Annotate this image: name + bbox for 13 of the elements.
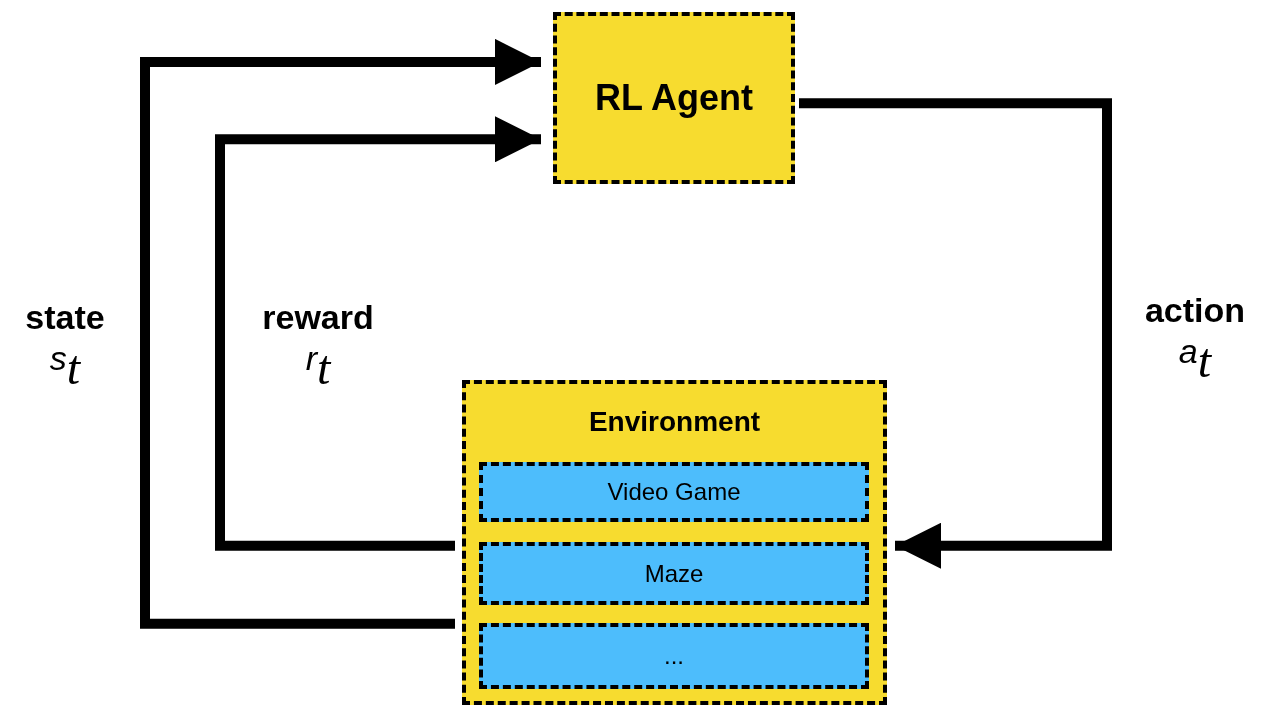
arrow xyxy=(799,98,1112,569)
environment-option-box xyxy=(479,462,869,522)
node-label: RL Agent xyxy=(594,77,754,119)
node-label: Maze xyxy=(643,559,705,588)
environment-box xyxy=(462,380,887,705)
environment-option-box xyxy=(479,542,869,605)
node-label: ... xyxy=(663,642,685,670)
node-label: Video Game xyxy=(606,478,742,506)
arrow xyxy=(215,116,541,551)
arrow xyxy=(140,38,541,629)
environment-heading: Environment xyxy=(587,406,762,438)
environment-option-box xyxy=(479,623,869,689)
agent-box xyxy=(553,12,795,184)
